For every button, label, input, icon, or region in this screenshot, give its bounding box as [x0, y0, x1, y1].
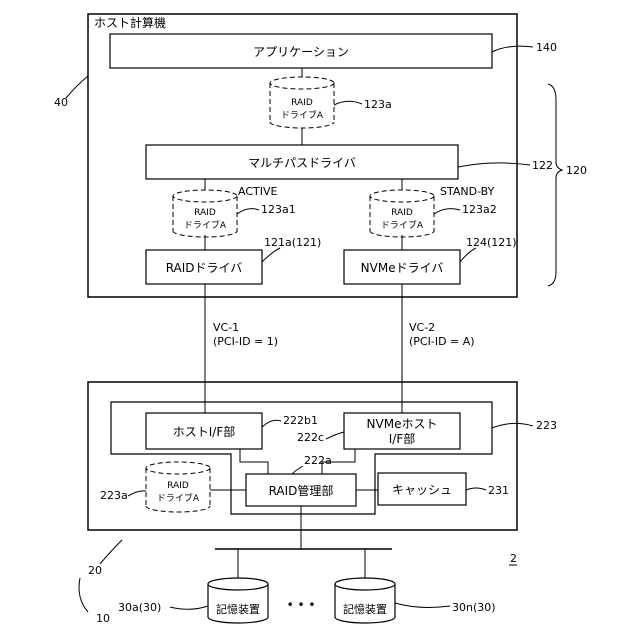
ref-123a1: 123a1	[261, 203, 296, 216]
raid-manager-label: RAID管理部	[269, 483, 334, 498]
ref-40: 40	[54, 96, 68, 109]
ref-10: 10	[96, 612, 110, 625]
storage-device-30n-label: 記憶装置	[343, 602, 387, 616]
ref-122: 122	[532, 159, 553, 172]
ref-223: 223	[536, 419, 557, 432]
nvme-driver-label: NVMeドライバ	[361, 261, 444, 275]
ref-20: 20	[88, 564, 102, 577]
vc2-label: VC-2	[409, 321, 435, 334]
raid-drive-123a1-line1: RAID	[194, 208, 216, 218]
host-computer-title: ホスト計算機	[94, 15, 166, 30]
raid-driver-label: RAIDドライバ	[166, 261, 243, 275]
raid-drive-223a-line1: RAID	[167, 481, 189, 491]
ref-2: 2	[510, 552, 517, 565]
raid-drive-123a: RAID ドライブA	[270, 77, 334, 128]
nvme-host-if-label-1: NVMeホスト	[367, 417, 438, 431]
ref-222b1: 222b1	[283, 414, 318, 427]
standby-label: STAND-BY	[440, 185, 495, 198]
raid-drive-123a1-line2: ドライブA	[184, 219, 227, 231]
device-ellipsis: • • •	[287, 598, 316, 612]
application-label: アプリケーション	[253, 45, 349, 59]
multipath-driver-label: マルチパスドライバ	[248, 156, 356, 170]
ref-120: 120	[566, 164, 587, 177]
raid-drive-123a1: RAID ドライブA	[173, 190, 237, 237]
ref-222c: 222c	[297, 431, 324, 444]
storage-device-30a-label: 記憶装置	[216, 602, 260, 616]
storage-device-30n: 記憶装置	[335, 578, 395, 623]
raid-drive-123a2-line2: ドライブA	[381, 219, 424, 231]
raid-drive-123a2: RAID ドライブA	[370, 190, 434, 237]
ref-30n: 30n(30)	[452, 601, 496, 614]
vc2-pci-label: (PCI-ID = A)	[409, 335, 475, 348]
nvme-host-if-label-2: I/F部	[389, 431, 416, 446]
raid-drive-123a-line1: RAID	[291, 98, 313, 108]
vc1-label: VC-1	[213, 321, 239, 334]
raid-drive-123a2-line1: RAID	[391, 208, 413, 218]
ref-30a: 30a(30)	[118, 601, 161, 614]
ref-231: 231	[488, 484, 509, 497]
ref-124: 124(121)	[466, 236, 517, 249]
ref-223a: 223a	[100, 489, 128, 502]
ref-222a: 222a	[304, 454, 332, 467]
vc1-pci-label: (PCI-ID = 1)	[213, 335, 278, 348]
cache-label: キャッシュ	[392, 483, 452, 497]
ref-140: 140	[536, 41, 557, 54]
host-if-label: ホストI/F部	[173, 424, 236, 439]
raid-drive-223a: RAID ドライブA	[146, 462, 210, 512]
storage-device-30a: 記憶装置	[208, 578, 268, 623]
ref-123a: 123a	[364, 98, 392, 111]
active-label: ACTIVE	[238, 185, 278, 198]
ref-121a: 121a(121)	[264, 236, 321, 249]
raid-drive-123a-line2: ドライブA	[281, 109, 324, 121]
raid-drive-223a-line2: ドライブA	[157, 492, 200, 504]
ref-123a2: 123a2	[462, 203, 497, 216]
storage-controller-box	[88, 382, 517, 530]
